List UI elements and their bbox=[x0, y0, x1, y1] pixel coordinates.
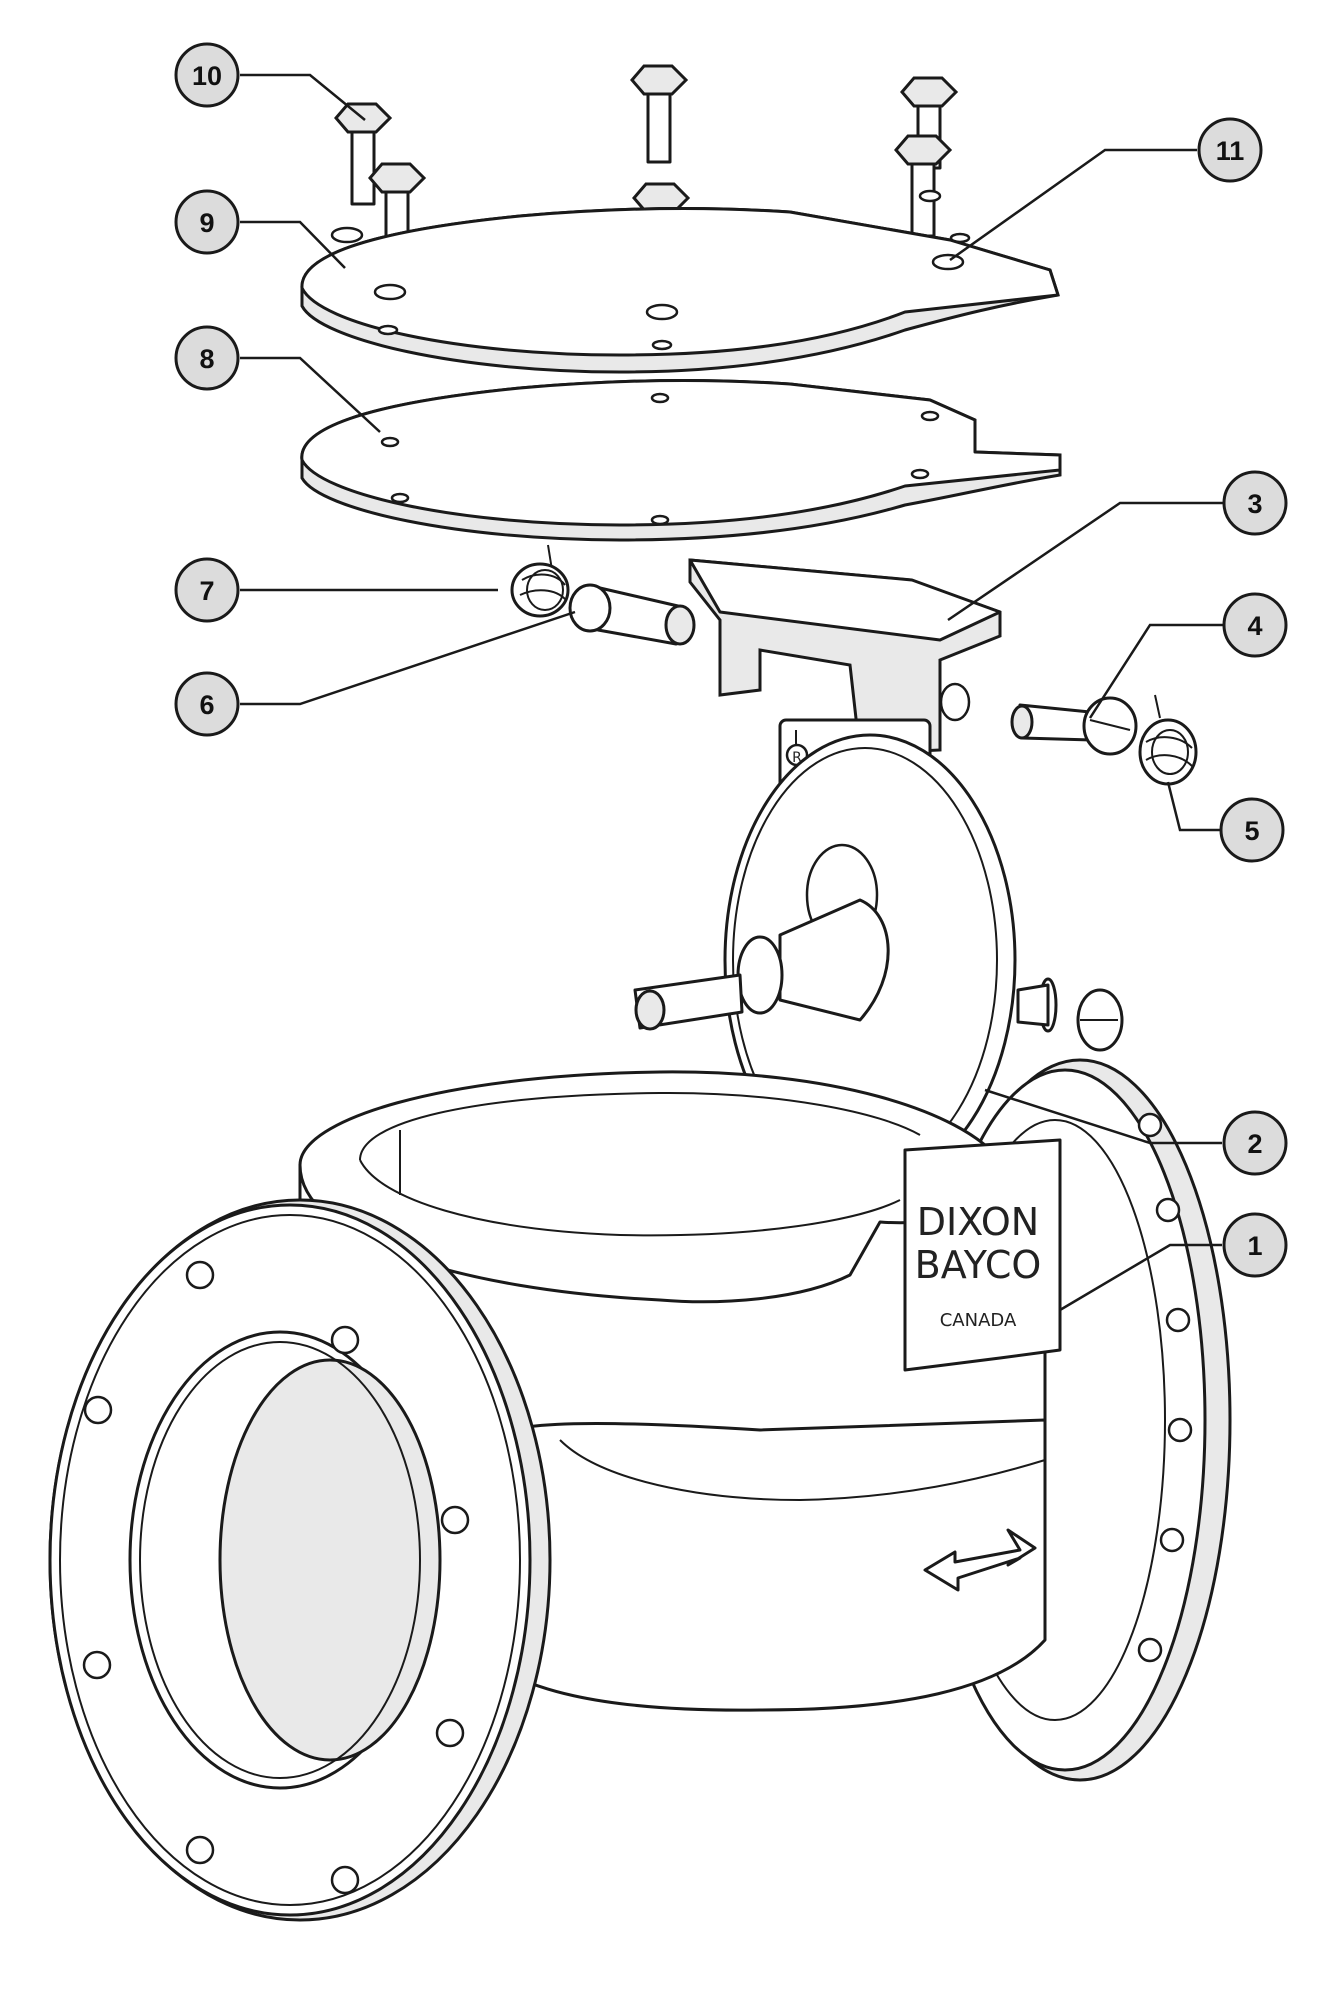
cover-plate bbox=[300, 189, 1060, 374]
callout-circle bbox=[1197, 117, 1263, 183]
callout-number: 8 bbox=[199, 344, 214, 374]
country-label: CANADA bbox=[940, 1310, 1017, 1331]
callout-8: 8 bbox=[174, 325, 240, 391]
callout-1: 1 bbox=[1222, 1212, 1288, 1278]
callout-7: 7 bbox=[174, 557, 240, 623]
callout-number: 4 bbox=[1247, 611, 1262, 641]
callout-9: 9 bbox=[174, 189, 240, 255]
callout-number: 11 bbox=[1216, 136, 1245, 166]
callout-number: 5 bbox=[1244, 816, 1259, 846]
callout-2: 2 bbox=[1222, 1110, 1288, 1176]
flow-direction-arrow bbox=[923, 1528, 1037, 1592]
callout-circle bbox=[1222, 592, 1288, 658]
right-spring bbox=[1138, 694, 1198, 786]
callout-6: 6 bbox=[174, 671, 240, 737]
bolt bbox=[630, 64, 689, 164]
callout-3: 3 bbox=[1222, 470, 1288, 536]
callout-5: 5 bbox=[1219, 797, 1285, 863]
left-pivot-pin bbox=[568, 583, 696, 646]
callout-circle bbox=[1219, 797, 1285, 863]
disc bbox=[633, 733, 1124, 1187]
callout-number: 10 bbox=[192, 61, 222, 91]
callout-circle bbox=[174, 671, 240, 737]
left-spring bbox=[510, 544, 570, 618]
callout-circle bbox=[174, 557, 240, 623]
bolt bbox=[368, 162, 427, 266]
valve-body: DIXON BAYCO CANADA bbox=[48, 1058, 1232, 1922]
registered-mark-letter: R bbox=[792, 750, 802, 766]
callout-circle bbox=[1222, 1110, 1288, 1176]
callout-number: 2 bbox=[1247, 1129, 1262, 1159]
callout-4: 4 bbox=[1222, 592, 1288, 658]
callout-number: 9 bbox=[199, 208, 214, 238]
callout-10: 10 bbox=[174, 42, 240, 108]
callout-circle bbox=[174, 325, 240, 391]
callout-layer: 1 2 3 4 5 6 7 8 9 10 11 bbox=[174, 42, 1288, 1278]
callout-number: 3 bbox=[1247, 489, 1262, 519]
gasket bbox=[300, 379, 1062, 542]
bolt bbox=[894, 134, 953, 238]
right-pivot-pin bbox=[1010, 696, 1138, 756]
leader-lines bbox=[240, 73, 1225, 1312]
callout-number: 6 bbox=[199, 690, 214, 720]
callout-circle bbox=[1222, 1212, 1288, 1278]
callout-number: 7 bbox=[199, 576, 214, 606]
brand-line-2: BAYCO bbox=[915, 1243, 1042, 1287]
callout-circle bbox=[174, 42, 240, 108]
callout-circle bbox=[174, 189, 240, 255]
callout-number: 1 bbox=[1247, 1231, 1262, 1261]
brand-line-1: DIXON bbox=[917, 1200, 1039, 1244]
callout-11: 11 bbox=[1197, 117, 1263, 183]
callout-circle bbox=[1222, 470, 1288, 536]
